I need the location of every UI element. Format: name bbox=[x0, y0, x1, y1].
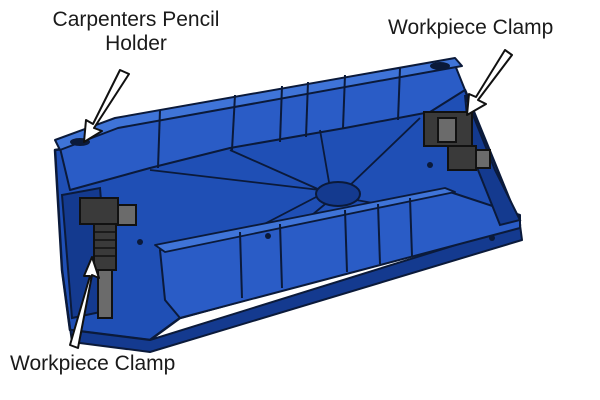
label-pencil-line1: Carpenters Pencil bbox=[52, 8, 220, 31]
label-pencil-line2: Holder bbox=[105, 32, 167, 55]
mitre-box-front-wall-top bbox=[154, 187, 456, 253]
arrow-pencil-holder bbox=[83, 69, 130, 143]
left-workpiece-clamp bbox=[79, 197, 137, 319]
label-workpiece-clamp-left: Workpiece Clamp bbox=[10, 352, 176, 375]
mitre-box-front-edge bbox=[61, 224, 523, 353]
arrow-clamp-left bbox=[69, 256, 100, 349]
rear-right-slot bbox=[430, 62, 450, 70]
floor-center-hole bbox=[315, 181, 361, 207]
mitre-box-back-wall-top bbox=[54, 57, 463, 151]
screw-holes bbox=[137, 162, 495, 245]
front-wall-slots bbox=[239, 197, 413, 299]
arrow-clamp-right bbox=[466, 49, 513, 116]
right-workpiece-clamp bbox=[423, 111, 491, 171]
back-wall-slots bbox=[157, 67, 401, 169]
label-carpenters-pencil-holder: Carpenters Pencil Holder bbox=[20, 8, 252, 56]
label-workpiece-clamp-right: Workpiece Clamp bbox=[388, 16, 554, 39]
